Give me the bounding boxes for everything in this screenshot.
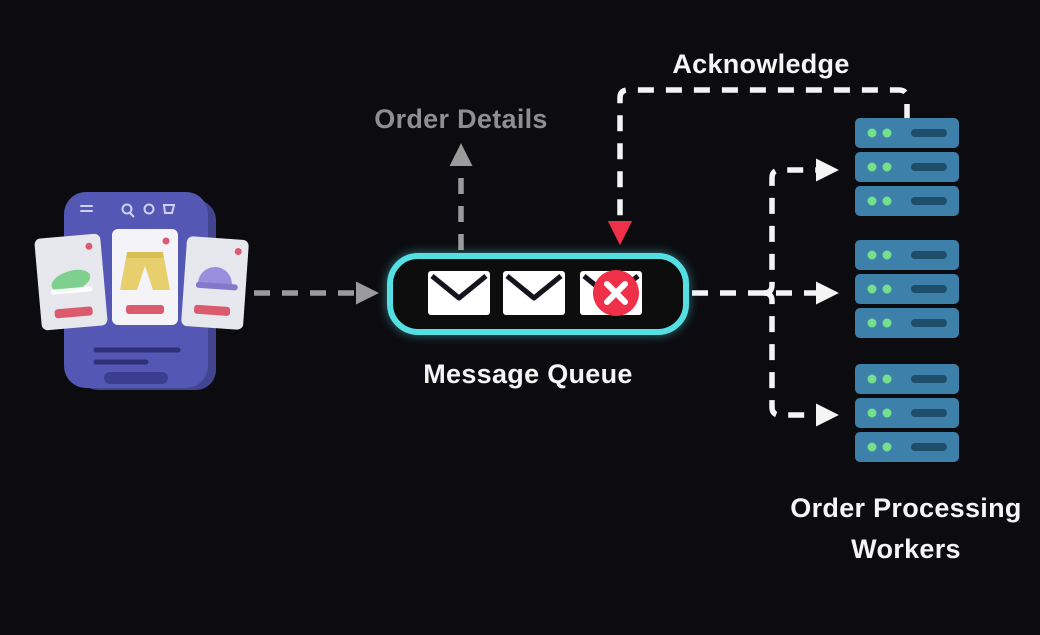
- menu-icon: [80, 210, 93, 212]
- message-envelope-2: [503, 271, 565, 315]
- arrow-to-worker-3: [763, 290, 839, 427]
- shorts-image: [120, 252, 170, 290]
- server-rack-icon: [855, 364, 959, 394]
- server-rack-icon: [855, 308, 959, 338]
- server-stack-3: [855, 364, 959, 462]
- profile-icon: [143, 203, 155, 215]
- order-details-label: Order Details: [374, 104, 548, 134]
- server-rack-icon: [855, 186, 959, 216]
- acknowledge-label: Acknowledge: [672, 49, 850, 79]
- server-stack-2: [855, 240, 959, 338]
- server-rack-icon: [855, 274, 959, 304]
- fanout-arrows-queue-to-workers: [692, 158, 839, 427]
- arrow-to-worker-1: [763, 158, 839, 296]
- product-card-sneaker: [34, 233, 108, 331]
- workers-label: Order Processing Workers: [790, 493, 1022, 564]
- search-icon-handle: [129, 212, 135, 218]
- message-queue-box: [387, 253, 689, 335]
- price-tag: [194, 304, 231, 316]
- phone-text-lines: [93, 347, 181, 384]
- product-card-cap: [181, 236, 249, 330]
- message-envelope-1: [428, 271, 490, 315]
- server-rack-icon: [855, 398, 959, 428]
- failed-message-icon: [593, 270, 639, 316]
- cart-icon: [162, 204, 176, 214]
- price-tag: [126, 305, 164, 314]
- server-rack-icon: [855, 118, 959, 148]
- phone-illustration: [34, 192, 249, 390]
- cap-image: [197, 267, 232, 286]
- search-icon: [121, 203, 133, 215]
- menu-icon: [80, 205, 93, 207]
- favorite-heart-icon: [234, 248, 242, 256]
- arrow-acknowledge: [607, 87, 910, 246]
- server-rack-icon: [855, 432, 959, 462]
- favorite-heart-icon: [85, 242, 93, 250]
- sneaker-image: [51, 269, 91, 293]
- server-stack-1: [855, 118, 959, 216]
- server-rack-icon: [855, 240, 959, 270]
- product-card-shorts: [112, 229, 178, 325]
- app-toolbar-icons: [80, 203, 176, 218]
- message-queue-label: Message Queue: [423, 359, 633, 389]
- server-rack-icon: [855, 152, 959, 182]
- favorite-heart-icon: [162, 237, 170, 245]
- price-tag: [54, 306, 93, 319]
